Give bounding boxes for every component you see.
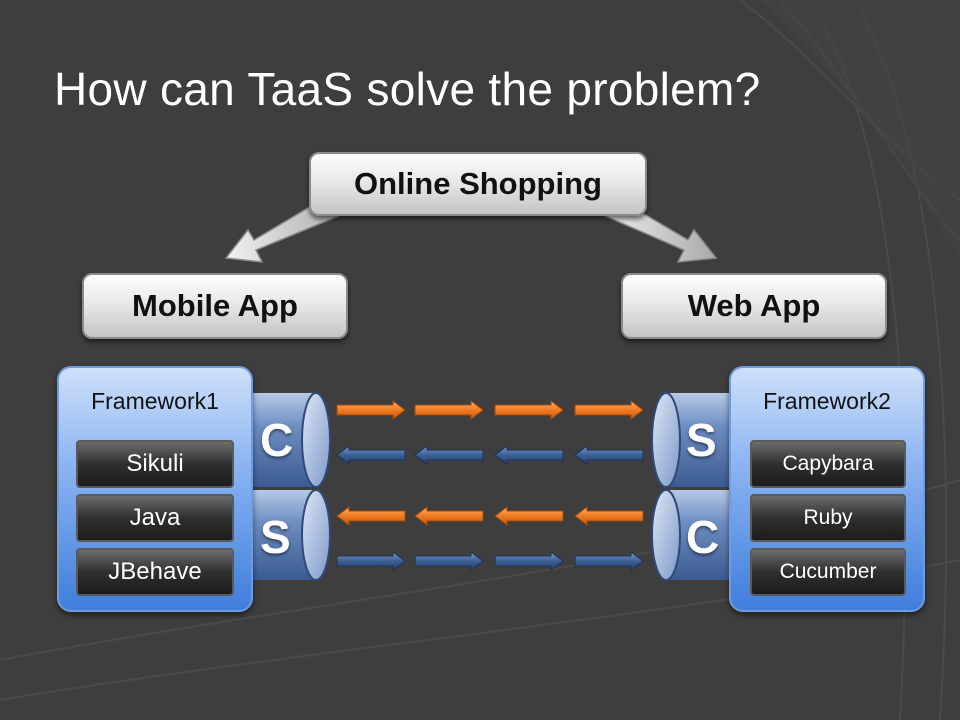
- left-cylinder-bottom: [252, 489, 331, 581]
- right-cylinder-top-label: S: [686, 414, 717, 466]
- orange-arrow-left: [494, 506, 564, 526]
- orange-arrow-right: [574, 400, 644, 420]
- web-app-node: Web App: [621, 273, 887, 339]
- tool-ruby: Ruby: [750, 494, 906, 542]
- blue-arrow-right: [494, 551, 564, 571]
- left-cylinder-bottom-label: S: [260, 511, 291, 563]
- tool-java: Java: [76, 494, 234, 542]
- framework2-title: Framework2: [763, 388, 891, 414]
- tool-cucumber: Cucumber: [750, 548, 906, 596]
- orange-arrow-left: [574, 506, 644, 526]
- left-cylinder-top-label: C: [260, 414, 294, 466]
- blue-arrow-right: [414, 551, 484, 571]
- blue-arrow-left: [336, 445, 406, 465]
- left-cylinder-top: [252, 392, 331, 488]
- orange-arrow-left: [414, 506, 484, 526]
- mobile-app-node: Mobile App: [82, 273, 348, 339]
- framework1-panel: Framework1 Sikuli Java JBehave: [57, 366, 253, 612]
- right-cylinder-bottom: [651, 489, 730, 581]
- orange-arrow-right: [494, 400, 564, 420]
- orange-arrow-right: [336, 400, 406, 420]
- orange-arrow-right: [414, 400, 484, 420]
- right-cylinder-bottom-label: C: [686, 511, 720, 563]
- blue-arrow-right: [574, 551, 644, 571]
- tool-sikuli: Sikuli: [76, 440, 234, 488]
- framework1-title: Framework1: [91, 388, 219, 414]
- blue-arrow-right: [336, 551, 406, 571]
- blue-arrow-left: [414, 445, 484, 465]
- blue-arrow-left: [574, 445, 644, 465]
- page-title: How can TaaS solve the problem?: [54, 63, 761, 115]
- orange-arrow-left: [336, 506, 406, 526]
- tool-capybara: Capybara: [750, 440, 906, 488]
- framework2-panel: Framework2 Capybara Ruby Cucumber: [729, 366, 925, 612]
- tool-jbehave: JBehave: [76, 548, 234, 596]
- blue-arrow-left: [494, 445, 564, 465]
- right-cylinder-top: [651, 392, 730, 488]
- online-shopping-node: Online Shopping: [309, 152, 647, 216]
